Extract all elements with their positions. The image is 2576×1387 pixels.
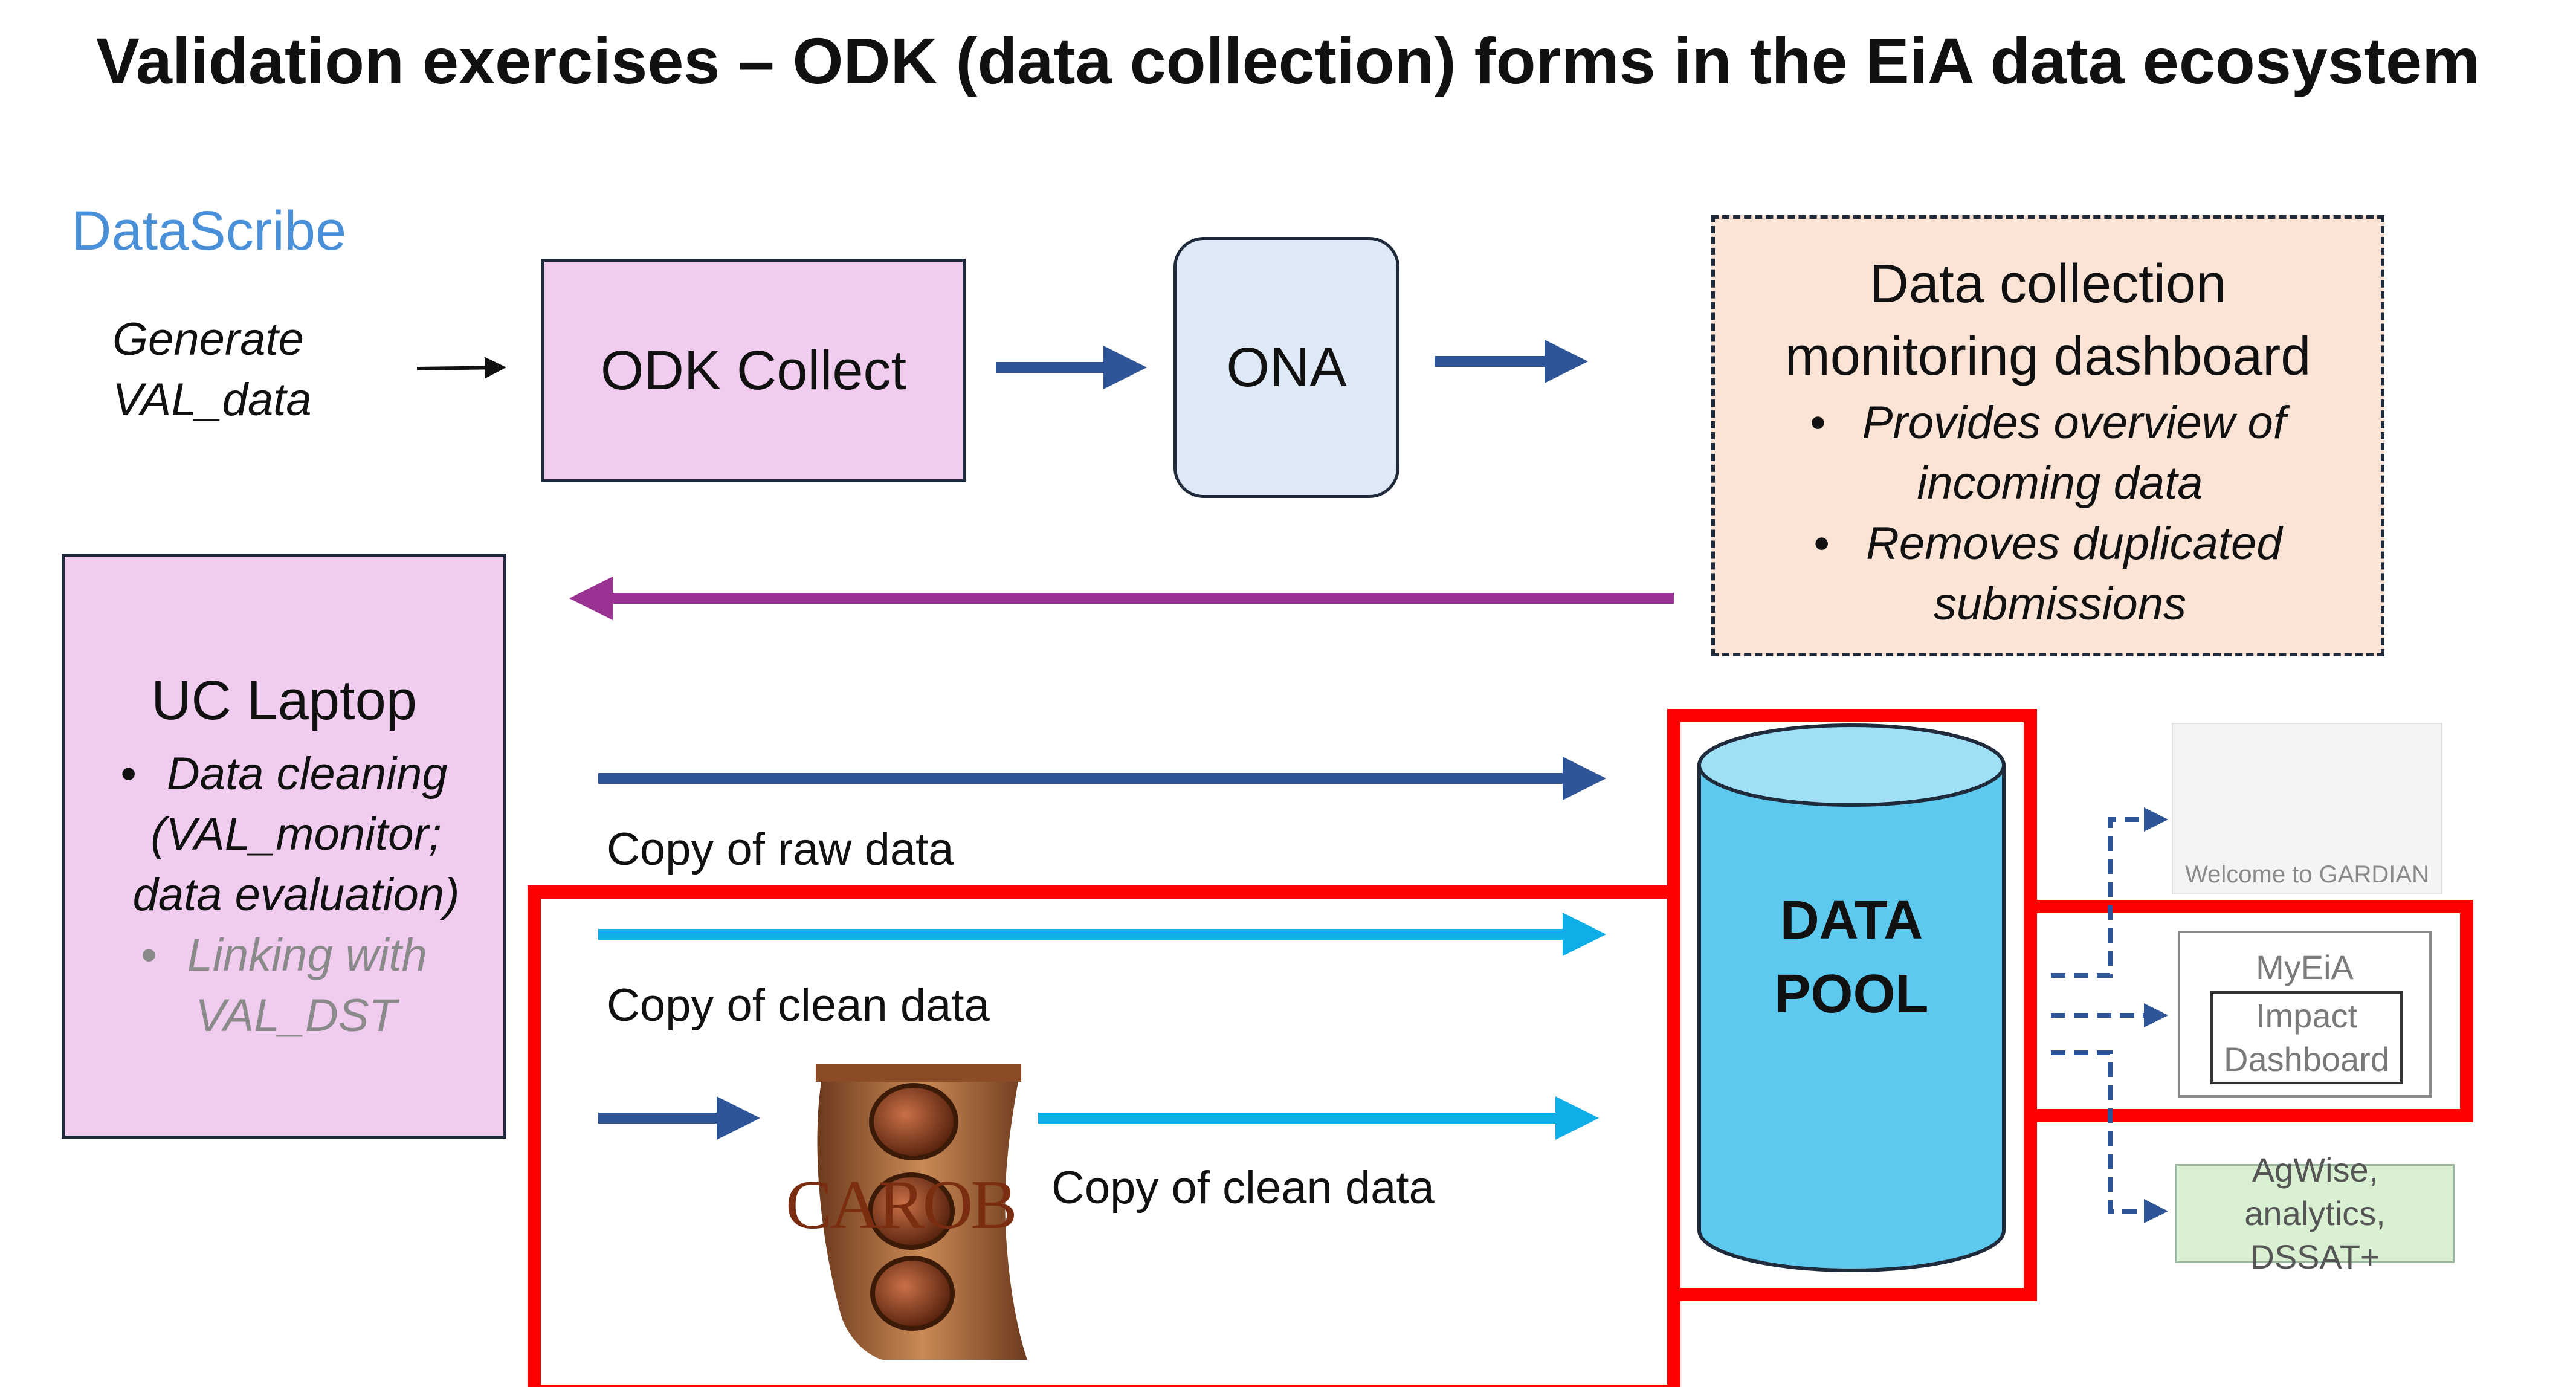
dashboard-bullet-text-cont: incoming data	[1917, 457, 2203, 509]
impact-dashboard-box: Impact Dashboard	[2210, 991, 2403, 1084]
agwise-card: AgWise, analytics, DSSAT+	[2175, 1151, 2455, 1276]
dashboard-title-line2: monitoring dashboard	[1784, 326, 2311, 387]
uc-item1-line2: (VAL_monitor;	[150, 809, 442, 860]
uc-item2-line2: VAL_DST	[195, 990, 397, 1041]
myeia-card: MyEiA Impact Dashboard	[2178, 931, 2432, 1098]
dashboard-bullet: • Removes duplicated submissions	[1810, 514, 2286, 635]
myeia-title: MyEiA	[2256, 948, 2354, 986]
agwise-line1: AgWise,	[2252, 1151, 2378, 1189]
red-outline-myeia	[2024, 900, 2473, 1122]
generate-label: Generate VAL_data	[112, 309, 312, 430]
dashboard-bullet-text: Provides overview of	[1862, 397, 2286, 448]
gardian-caption: Welcome to GARDIAN	[2185, 861, 2429, 888]
bullet-icon: •	[141, 930, 157, 981]
agwise-line2: analytics, DSSAT+	[2244, 1194, 2386, 1276]
label-copy-clean-data-2: Copy of clean data	[1051, 1162, 1435, 1214]
uc-bullet-data-cleaning: • Data cleaning (VAL_monitor; data evalua…	[109, 744, 460, 925]
impact-dashboard-line1: Impact	[2255, 997, 2358, 1035]
dashboard-bullet-text-cont: submissions	[1933, 578, 2187, 630]
uc-bullet-linking: • Linking with VAL_DST	[141, 925, 427, 1046]
data-pool-label: DATA POOL	[1699, 884, 2004, 1031]
ona-label: ONA	[1226, 336, 1347, 398]
dashboard-bullet-list: • Provides overview of incoming data • Remo…	[1810, 393, 2286, 635]
dashboard-title-line1: Data collection	[1869, 254, 2227, 314]
page-title: Validation exercises – ODK (data collect…	[95, 24, 2481, 97]
generate-line1: Generate	[112, 314, 304, 365]
data-pool-line2: POOL	[1774, 964, 1929, 1024]
red-outline-clean-path	[528, 885, 1680, 1387]
carob-pod-image	[816, 1064, 1027, 1360]
datascribe-logo: DataScribe	[71, 200, 347, 262]
impact-dashboard-line2: Dashboard	[2224, 1040, 2389, 1078]
label-copy-clean-data: Copy of clean data	[607, 980, 990, 1031]
dashed-connectors	[2051, 807, 2168, 1223]
odk-collect-label: ODK Collect	[600, 339, 907, 401]
uc-item2-line1: Linking with	[187, 930, 427, 981]
bullet-icon: •	[1813, 518, 1830, 569]
bullet-icon: •	[120, 748, 137, 800]
data-pool-cylinder	[1697, 723, 2006, 1272]
uc-laptop-title: UC Laptop	[151, 670, 417, 731]
odk-collect-box: ODK Collect	[541, 259, 966, 482]
monitoring-dashboard-box: Data collection monitoring dashboard • Pr…	[1711, 215, 2384, 656]
uc-laptop-box: UC Laptop • Data cleaning (VAL_monitor; d…	[62, 554, 506, 1139]
carob-logo-text: CAROB	[786, 1166, 1018, 1244]
uc-item1-line1: Data cleaning	[166, 748, 448, 800]
dashboard-bullet-text: Removes duplicated	[1865, 518, 2282, 569]
label-copy-raw-data: Copy of raw data	[607, 824, 954, 875]
uc-item1-line3: data evaluation)	[132, 869, 460, 920]
bullet-icon: •	[1810, 397, 1826, 448]
data-pool-line1: DATA	[1780, 890, 1923, 951]
ona-box: ONA	[1173, 237, 1399, 498]
gardian-card: Welcome to GARDIAN	[2172, 723, 2442, 894]
dashboard-bullet: • Provides overview of incoming data	[1810, 393, 2286, 514]
arrow-generate-to-odk	[416, 357, 506, 379]
generate-line2: VAL_data	[112, 374, 312, 425]
